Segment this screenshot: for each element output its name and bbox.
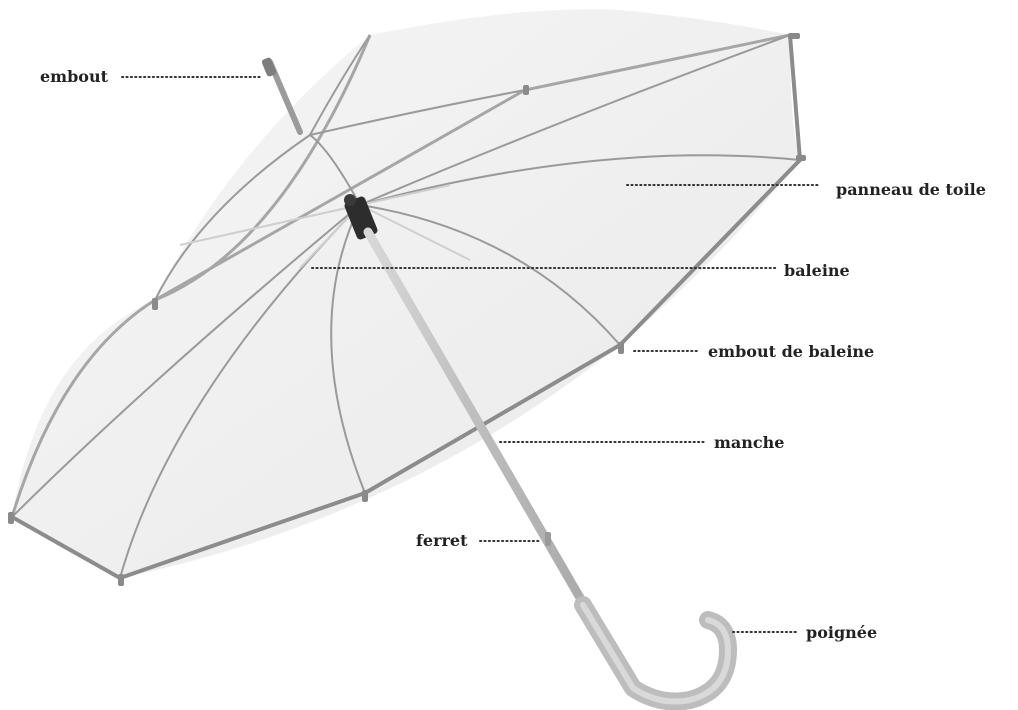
rib-tip-marker bbox=[118, 574, 124, 586]
label-ferrule: ferret bbox=[416, 532, 468, 550]
label-rib-tip: embout de baleine bbox=[708, 343, 874, 361]
label-rib: baleine bbox=[784, 262, 850, 280]
label-tip: embout bbox=[40, 68, 108, 86]
label-handle: poignée bbox=[806, 624, 877, 642]
rib-tip-marker bbox=[152, 298, 158, 310]
umbrella-handle bbox=[583, 605, 728, 702]
rib-tip-marker bbox=[8, 512, 14, 524]
label-canopy-panel: panneau de toile bbox=[836, 181, 986, 199]
rib-tip-marker bbox=[362, 490, 368, 502]
label-shaft: manche bbox=[714, 434, 784, 452]
ferrule-marker bbox=[545, 532, 551, 546]
rib-tip-marker bbox=[523, 85, 529, 95]
rib-tip-marker bbox=[618, 342, 624, 354]
rib-tip-marker bbox=[796, 155, 806, 161]
rib-tip-marker bbox=[788, 33, 800, 39]
